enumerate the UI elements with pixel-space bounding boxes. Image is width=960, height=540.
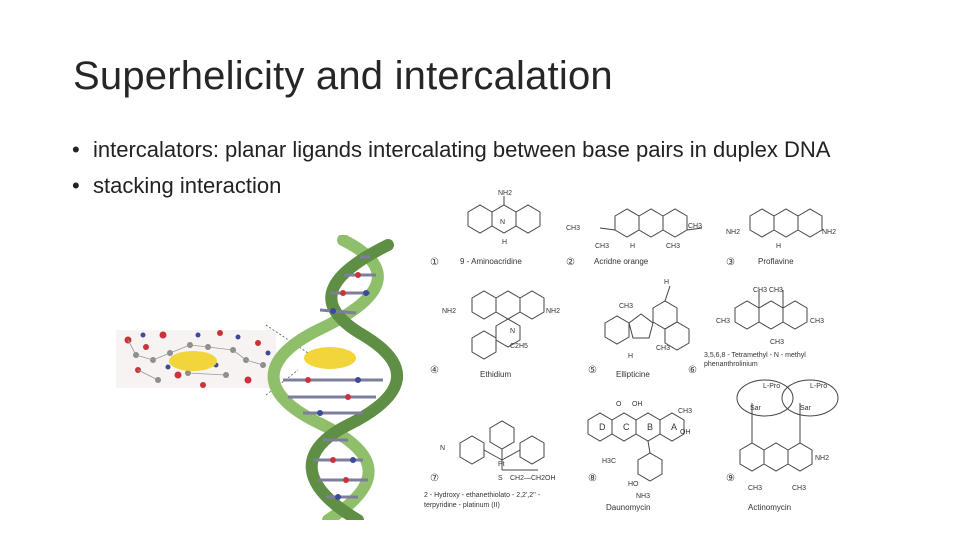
compound-name: Daunomycin [606,503,650,512]
intercalator-drug-shape [304,347,356,369]
svg-text:N: N [510,328,515,335]
svg-text:O: O [616,401,622,408]
svg-text:L-Pro: L-Pro [763,383,780,390]
svg-text:H: H [776,243,781,250]
svg-text:CH3: CH3 [810,318,824,325]
svg-text:NH2: NH2 [815,455,829,462]
svg-text:NH2: NH2 [822,229,836,236]
svg-text:B: B [647,422,653,432]
svg-text:H: H [628,353,633,360]
svg-text:CH3: CH3 [666,243,680,250]
svg-text:H: H [664,279,669,286]
svg-text:NH2: NH2 [546,308,560,315]
bullet-list: • intercalators: planar ligands intercal… [72,137,852,209]
svg-text:NH3: NH3 [636,493,650,500]
svg-text:NH2: NH2 [442,308,456,315]
structure-ellipticine [604,285,690,351]
compound-number: ① [430,257,439,268]
svg-text:CH3: CH3 [656,345,670,352]
compound-name: 9 - Aminoacridine [460,257,522,266]
compound-name-line-1: 2 - Hydroxy - ethanethiolato - 2,2',2'' … [424,492,541,499]
compound-name: Ethidium [480,370,511,379]
structure-proflavine [749,208,823,238]
svg-text:C: C [623,422,630,432]
svg-text:L-Pro: L-Pro [810,383,827,390]
bullet-text: intercalators: planar ligands intercalat… [93,137,831,162]
bullet-text: stacking interaction [93,173,282,198]
compound-number: ② [566,257,575,268]
bullet-item: • stacking interaction [72,173,852,199]
compound-name: Ellipticine [616,370,650,379]
svg-text:CH3: CH3 [770,339,784,346]
svg-text:N: N [500,219,505,226]
dna-intercalation-illustration [116,235,404,520]
svg-text:Sar: Sar [800,405,812,412]
compound-number: ⑧ [588,473,597,484]
svg-text:OH: OH [632,401,643,408]
svg-text:CH2—CH2OH: CH2—CH2OH [510,475,556,482]
svg-text:H3C: H3C [602,458,616,465]
structure-daunomycin [587,412,685,482]
svg-text:A: A [671,422,677,432]
svg-text:C2H5: C2H5 [510,343,528,350]
slide-title: Superhelicity and intercalation [73,54,613,98]
svg-text:Pt: Pt [498,461,505,468]
compound-name: Proflavine [758,257,794,266]
svg-text:CH3: CH3 [716,318,730,325]
svg-text:CH3: CH3 [792,485,806,492]
svg-text:H: H [502,239,507,246]
structure-aminoacridine [467,196,541,234]
compound-number: ⑦ [430,473,439,484]
svg-text:OH: OH [680,429,691,436]
dna-double-helix [267,235,404,520]
compound-number: ⑨ [726,473,735,484]
stacked-base-pairs-cluster [116,330,276,388]
compound-number: ④ [430,365,439,376]
compound-name: Actinomycin [748,503,791,512]
compound-name: 3,5,6,8 - Tetramethyl - N - methyl phena… [704,352,808,368]
svg-text:N: N [440,445,445,452]
svg-text:CH3: CH3 [595,243,609,250]
svg-text:HO: HO [628,481,639,488]
compound-number: ③ [726,257,735,268]
structure-phenanthrolinium [734,290,808,330]
bullet-dot-icon: • [72,173,80,198]
svg-text:NH2: NH2 [726,229,740,236]
compound-name: 2 - Hydroxy - ethanethiolato - 2,2',2'' … [424,492,542,509]
svg-text:CH3 CH3: CH3 CH3 [753,287,783,294]
structure-acridine-orange [599,208,703,238]
svg-text:CH3: CH3 [678,408,692,415]
intercalator-drug-shape [169,351,217,371]
bullet-item: • intercalators: planar ligands intercal… [72,137,852,163]
svg-text:CH3: CH3 [619,303,633,310]
connector-lines [265,324,309,396]
compound-name-line-2: terpyridine - platinum (II) [424,502,500,509]
svg-text:S: S [498,475,503,482]
bullet-dot-icon: • [72,137,80,162]
svg-text:CH3: CH3 [688,223,702,230]
svg-text:NH2: NH2 [498,190,512,197]
svg-text:H: H [630,243,635,250]
structure-actinomycin [736,379,839,472]
svg-text:CH3: CH3 [566,225,580,232]
compound-number: ⑤ [588,365,597,376]
svg-text:CH3: CH3 [748,485,762,492]
svg-text:Sar: Sar [750,405,762,412]
structure-ethidium [471,290,545,360]
compound-name-line-2: phenanthrolinium [704,361,758,368]
compound-name-line-1: 3,5,6,8 - Tetramethyl - N - methyl [704,352,806,359]
svg-text:D: D [599,422,606,432]
structure-terpyridine-platinum [459,420,545,471]
compound-number: ⑥ [688,365,697,376]
compound-name: Acridne orange [594,257,649,266]
